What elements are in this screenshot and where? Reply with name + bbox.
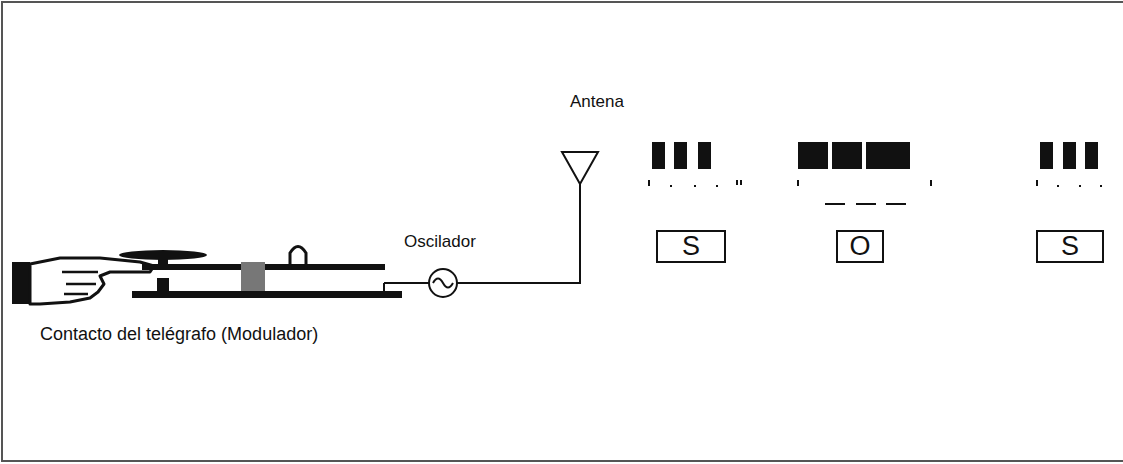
- morse-letter: S: [682, 233, 700, 260]
- oscillator-label: Oscilador: [404, 232, 476, 252]
- letter-box: O: [836, 230, 884, 263]
- letter-box: S: [1036, 230, 1104, 263]
- letter-box: S: [656, 230, 726, 263]
- morse-marks: [648, 180, 1102, 205]
- telegraph-key: [119, 247, 429, 299]
- morse-letter: S: [1061, 233, 1079, 260]
- pulse-bars: [652, 142, 1098, 169]
- key-caption: Contacto del telégrafo (Modulador): [40, 324, 318, 345]
- antenna-label: Antena: [570, 92, 624, 112]
- antenna-symbol: [562, 152, 598, 184]
- morse-letter: O: [849, 233, 870, 260]
